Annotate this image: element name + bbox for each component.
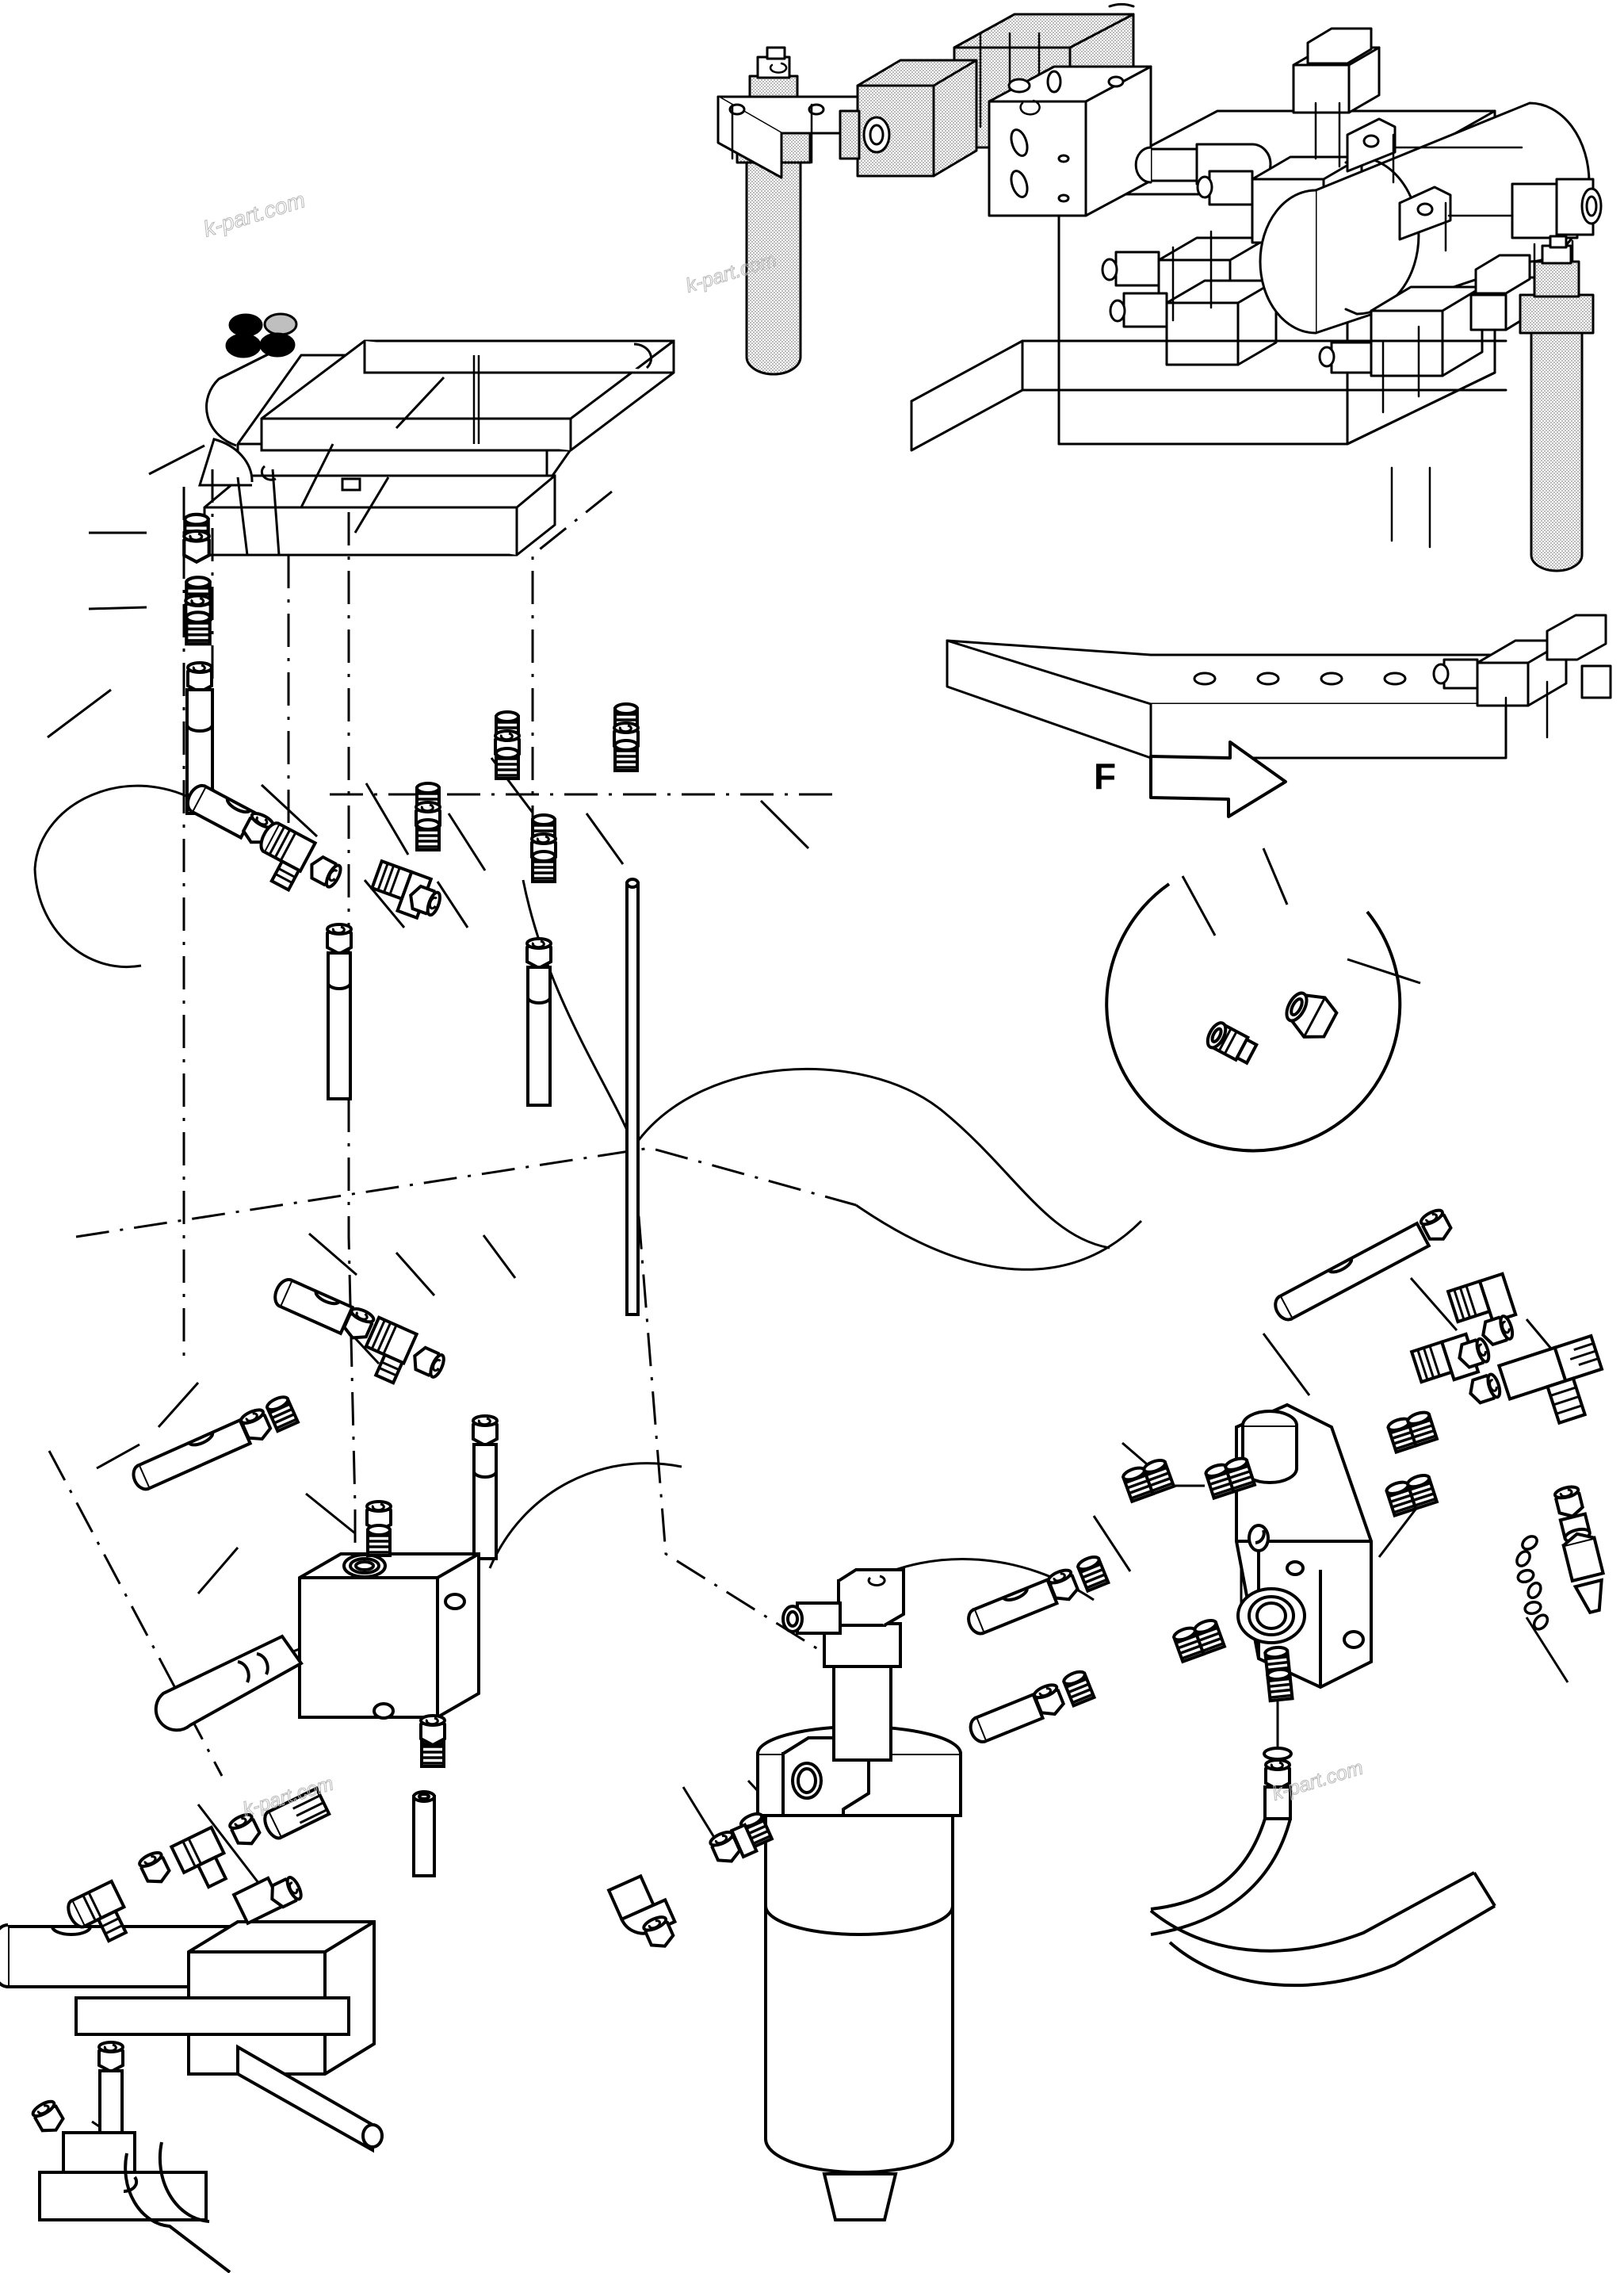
detail-view-contents	[1181, 848, 1339, 1066]
elbow-fitting-mid-left	[369, 859, 445, 920]
return-hose-bottom-right	[1149, 1871, 1496, 1988]
left-valve-block	[154, 1500, 480, 1768]
tee-fitting-lower-left	[132, 1278, 499, 1560]
upper-valve-block	[197, 339, 675, 557]
view-direction-arrow-icon	[1149, 740, 1287, 818]
detail-view-circle	[1105, 882, 1402, 1153]
hose-routing-guides	[33, 784, 1143, 1601]
chain-icon	[1515, 1535, 1549, 1631]
lower-manifold-bar	[0, 1785, 384, 2273]
small-vertical-tube	[412, 1790, 436, 1877]
center-lines	[48, 469, 857, 1777]
fitting-group-center-column	[326, 702, 640, 1316]
view-direction-label: F	[1094, 756, 1117, 797]
hydraulic-control-assembly	[716, 2, 1612, 781]
fitting-group-right	[967, 1207, 1606, 1936]
tee-fitting-upper-left	[186, 783, 347, 893]
return-filter	[606, 1568, 962, 2221]
right-manifold-block	[1235, 1402, 1373, 1689]
